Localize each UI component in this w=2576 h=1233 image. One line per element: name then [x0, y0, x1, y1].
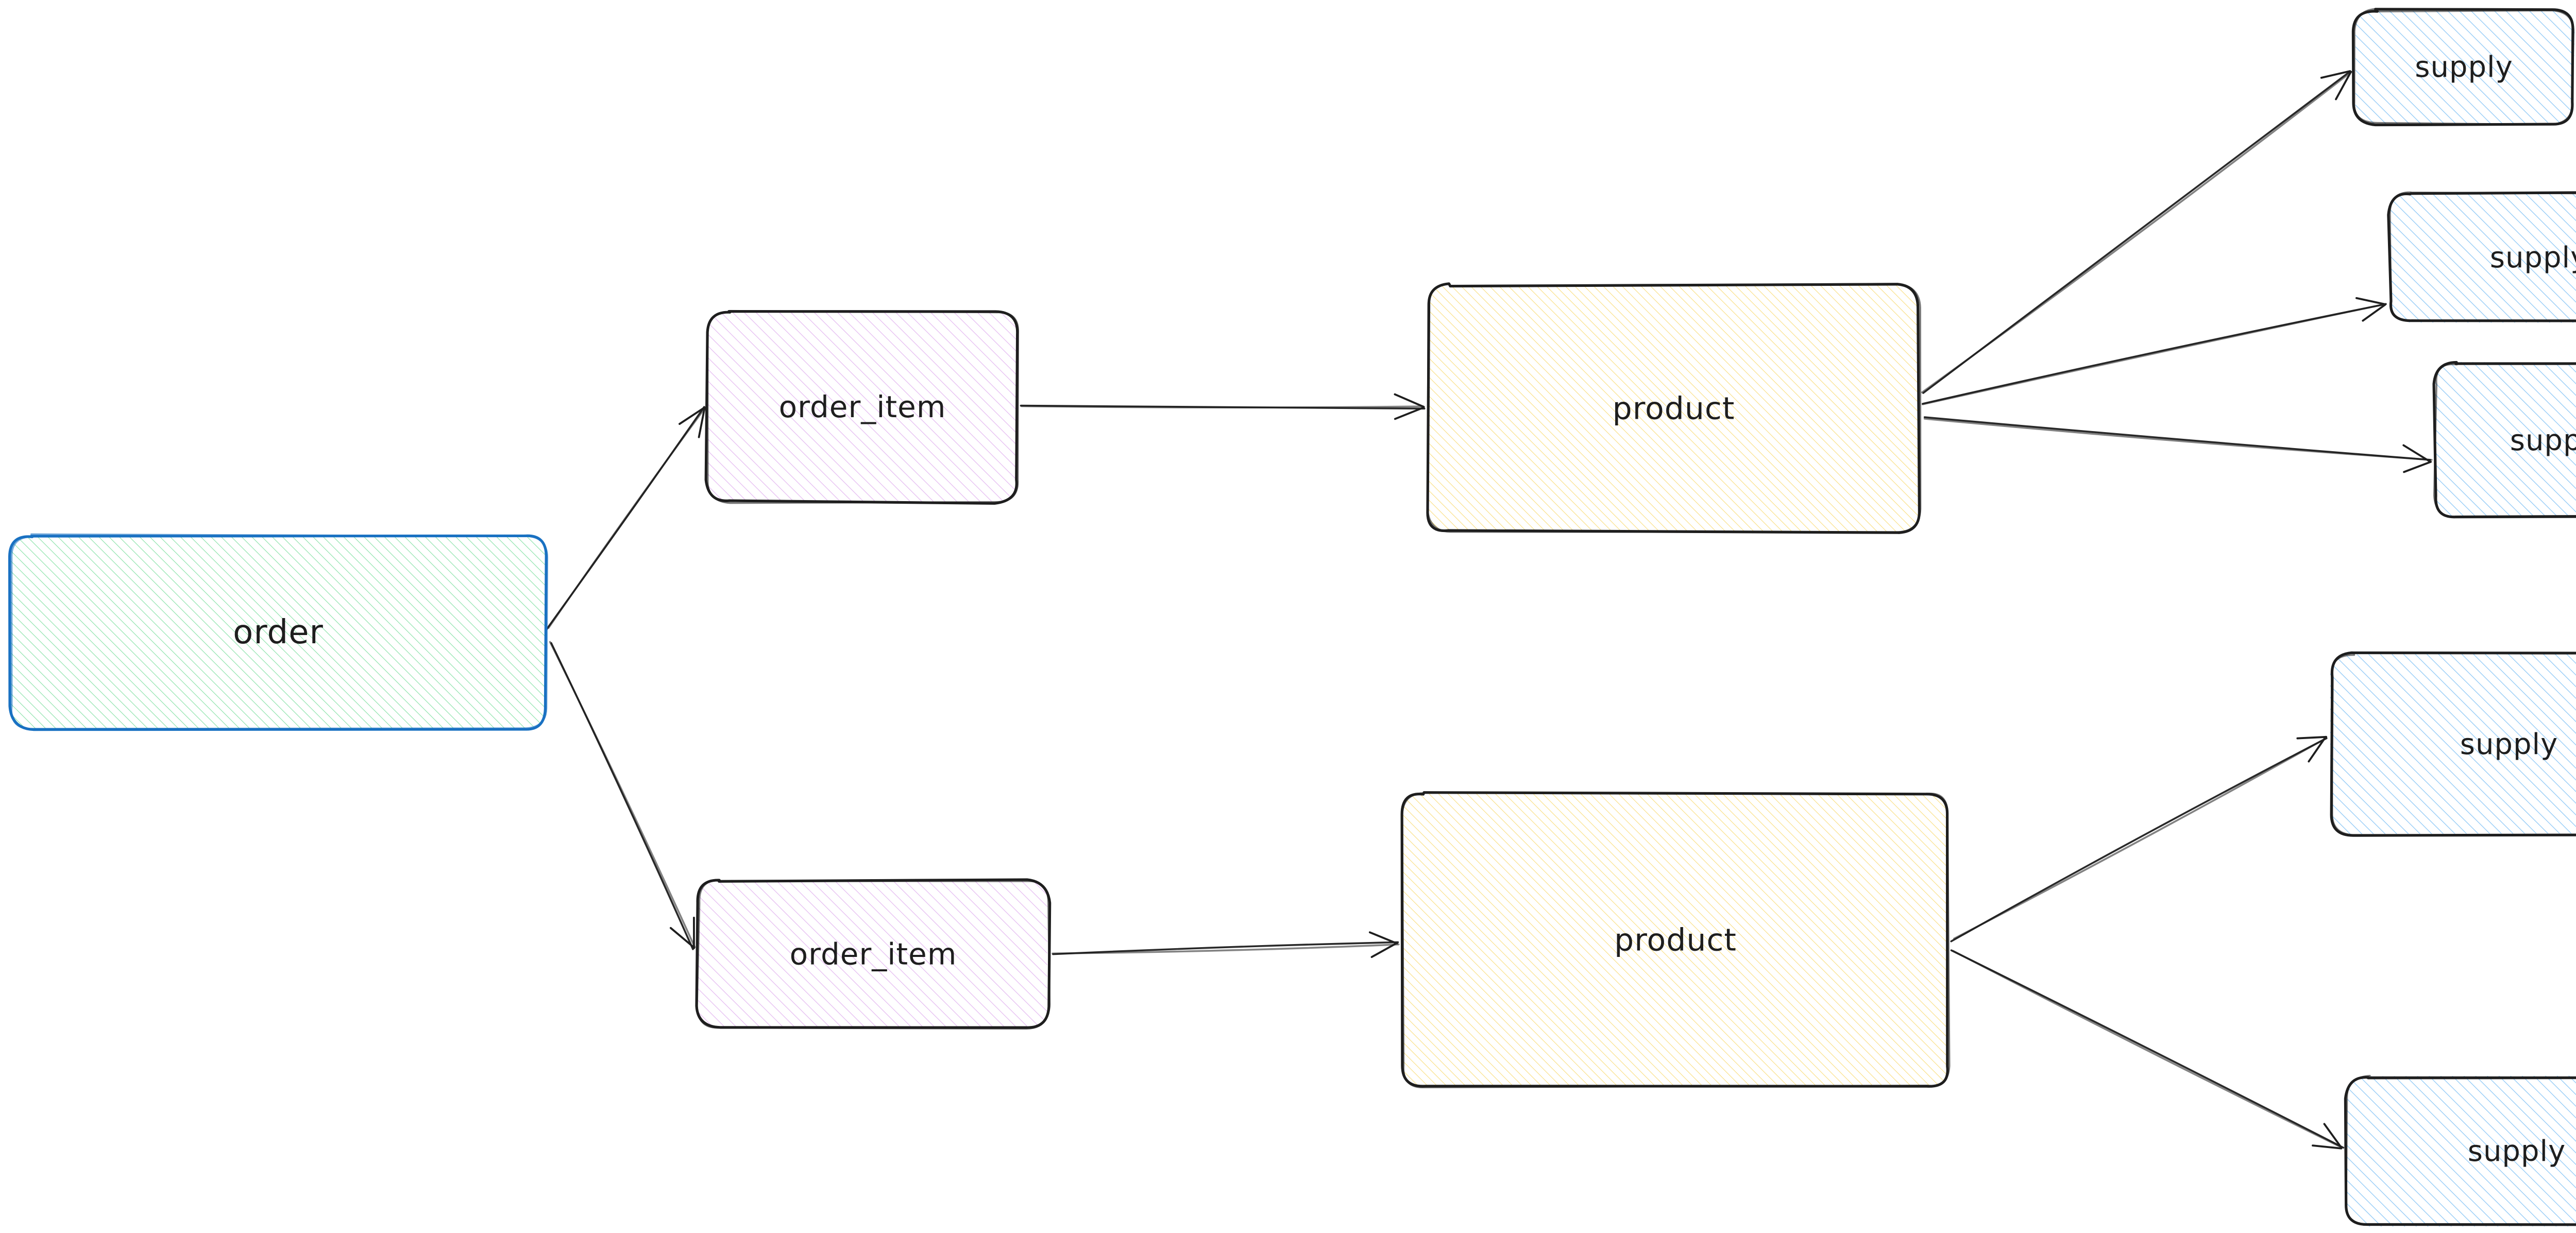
node-label-order_item_top: order_item	[779, 389, 946, 424]
arrowhead-icon	[1368, 931, 1398, 945]
arrowhead-icon	[2362, 303, 2386, 322]
edge-order_item_top-to-product_top[interactable]	[1020, 393, 1426, 420]
arrowhead-icon	[2296, 735, 2328, 740]
node-supply_5[interactable]: supply	[2344, 1075, 2576, 1227]
nodes-layer: orderorder_itemorder_itemproductproducts…	[8, 8, 2576, 1227]
node-label-supply_3: supply	[2510, 424, 2576, 457]
edge-product_top-to-supply_1[interactable]	[1921, 70, 2352, 394]
edge-product_bottom-to-supply_4[interactable]	[1950, 735, 2328, 943]
arrowhead-icon	[1394, 393, 1425, 408]
edge-line	[1953, 737, 2327, 940]
node-fill	[2389, 194, 2576, 323]
arrowhead-icon	[2403, 460, 2432, 473]
edge-line	[1922, 303, 2387, 405]
node-fill	[2346, 1075, 2576, 1227]
node-fill	[2355, 10, 2575, 125]
node-border	[1401, 792, 1951, 1089]
node-supply_3[interactable]: supply	[2432, 361, 2576, 519]
edge-line	[547, 408, 705, 629]
arrowhead-icon	[1394, 406, 1425, 420]
edge-product_bottom-to-supply_5[interactable]	[1950, 949, 2345, 1150]
node-product_bottom[interactable]: product	[1400, 791, 1951, 1089]
arrowhead-icon	[669, 927, 696, 949]
arrowhead-icon	[2402, 444, 2432, 463]
node-border	[2330, 652, 2576, 836]
edge-order-to-order_item_bottom[interactable]	[549, 641, 696, 950]
node-supply_2[interactable]: supply	[2387, 191, 2576, 323]
node-label-order_item_bottom: order_item	[790, 937, 957, 972]
edge-line	[549, 641, 696, 948]
node-label-supply_1: supply	[2415, 50, 2513, 84]
arrowhead-icon	[2312, 1144, 2343, 1150]
node-fill	[1401, 792, 1948, 1087]
edges-layer	[545, 70, 2433, 1150]
node-border	[2389, 191, 2576, 322]
node-order_item_bottom[interactable]: order_item	[695, 878, 1052, 1030]
node-border	[2353, 8, 2575, 126]
node-border	[1427, 283, 1922, 533]
arrowhead-icon	[2320, 70, 2351, 79]
node-fill	[2330, 654, 2576, 834]
edge-line	[1052, 943, 1400, 955]
node-fill	[1428, 283, 1920, 534]
node-supply_1[interactable]: supply	[2351, 8, 2575, 127]
node-product_top[interactable]: product	[1426, 282, 1922, 534]
node-order_item_top[interactable]: order_item	[704, 310, 1019, 505]
arrowhead-icon	[2308, 735, 2327, 763]
arrowhead-icon	[679, 407, 705, 425]
arrowhead-icon	[2355, 297, 2386, 305]
node-border	[706, 310, 1019, 504]
node-fill	[697, 880, 1047, 1029]
edge-line	[1921, 71, 2352, 393]
node-border	[696, 879, 1051, 1030]
node-label-order: order	[233, 613, 324, 652]
node-label-supply_4: supply	[2460, 728, 2558, 761]
edge-line	[1923, 418, 2433, 461]
node-order[interactable]: order	[8, 533, 549, 731]
edge-product_top-to-supply_2[interactable]	[1922, 297, 2387, 405]
node-label-supply_5: supply	[2468, 1135, 2566, 1168]
node-label-product_bottom: product	[1614, 922, 1737, 958]
arrowhead-icon	[698, 406, 706, 438]
edge-order_item_bottom-to-product_bottom[interactable]	[1052, 931, 1400, 958]
edge-line	[1020, 405, 1424, 409]
node-label-supply_2: supply	[2490, 241, 2576, 275]
node-fill	[2435, 362, 2576, 518]
arrowhead-icon	[2335, 71, 2352, 100]
arrowhead-icon	[2323, 1123, 2343, 1149]
node-label-product_top: product	[1613, 391, 1735, 427]
edge-line	[1952, 950, 2342, 1148]
edge-product_top-to-supply_3[interactable]	[1923, 416, 2433, 473]
edge-line	[1923, 416, 2431, 461]
node-border	[2345, 1075, 2576, 1226]
node-border	[10, 533, 549, 730]
node-fill	[707, 311, 1018, 502]
node-border	[2433, 362, 2576, 519]
arrowhead-icon	[1370, 942, 1398, 958]
node-fill	[9, 534, 547, 729]
edge-order-to-order_item_top[interactable]	[545, 406, 706, 631]
node-supply_4[interactable]: supply	[2330, 651, 2576, 837]
